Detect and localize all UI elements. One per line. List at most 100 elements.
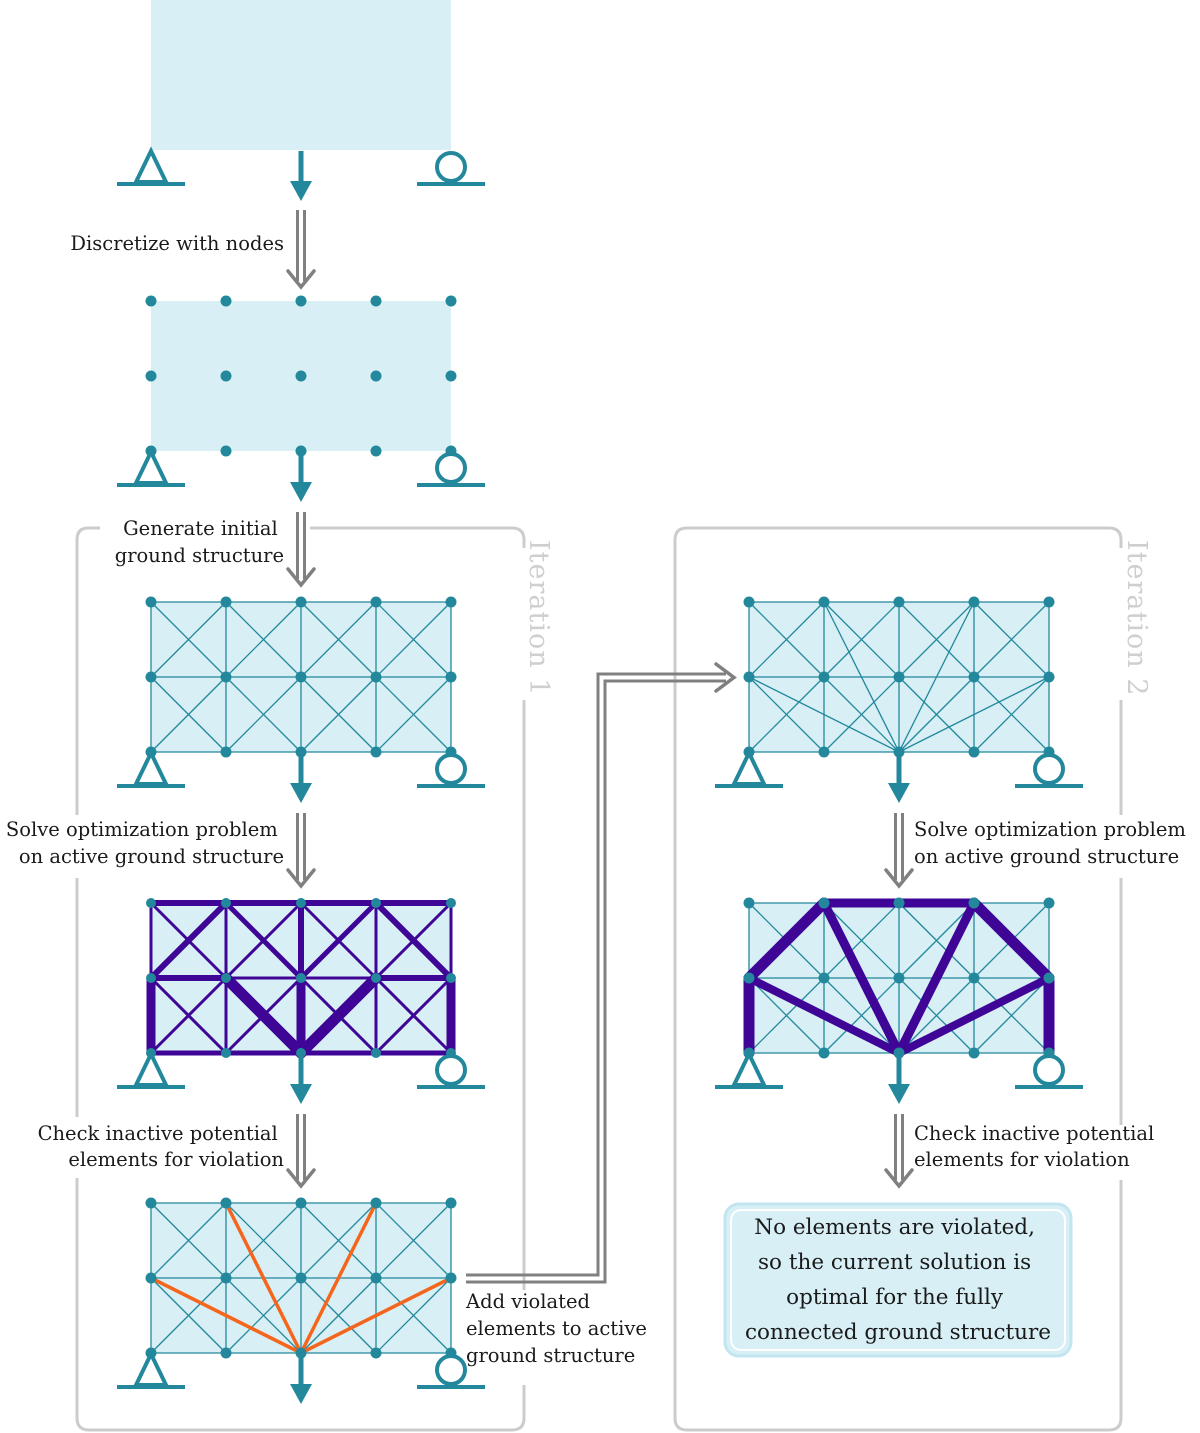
bar <box>748 601 825 678</box>
node <box>370 1272 382 1284</box>
node <box>145 1272 157 1284</box>
add-violated-arrow <box>466 662 737 1284</box>
node <box>295 596 307 608</box>
iteration-2-title: Iteration 2 <box>1121 540 1152 696</box>
solve-arrow-2 <box>884 813 914 889</box>
check-arrow-1 <box>286 1114 316 1189</box>
optimized-bar <box>743 897 830 984</box>
node <box>893 746 905 758</box>
node <box>145 596 157 608</box>
node <box>370 445 382 457</box>
node <box>146 898 156 908</box>
node <box>445 370 457 382</box>
discretize-arrow <box>286 210 316 290</box>
node <box>220 671 232 683</box>
load-arrow-icon <box>290 753 312 803</box>
node <box>295 746 307 758</box>
pin-triangle <box>132 447 170 485</box>
pin-support-icon <box>117 1349 185 1389</box>
load-head <box>290 482 312 502</box>
bar <box>898 676 975 753</box>
bar <box>300 1202 377 1279</box>
node <box>818 596 830 608</box>
node <box>295 1272 307 1284</box>
node <box>446 898 456 908</box>
conclusion-box: No elements are violated, so the current… <box>723 1202 1073 1358</box>
node <box>220 746 232 758</box>
node <box>743 972 755 984</box>
optimized-bar <box>895 974 1053 1057</box>
violated-bar <box>299 1201 378 1355</box>
check-label-2: Check inactive potential elements for vi… <box>914 1122 1160 1171</box>
discretize-label: Discretize with nodes <box>70 232 284 255</box>
violated-bar <box>224 1201 303 1355</box>
roller-support-icon <box>1015 1054 1083 1089</box>
bar <box>300 676 377 753</box>
bar <box>225 676 302 753</box>
conclusion-text: No elements are violated, so the current… <box>745 1215 1051 1345</box>
arrow-head <box>286 567 316 588</box>
load-head <box>888 1084 910 1104</box>
node <box>221 1048 231 1058</box>
bar <box>375 601 452 678</box>
pin-triangle <box>730 748 768 786</box>
iteration-1-frame-edge <box>75 526 100 815</box>
pin-triangle <box>132 146 170 184</box>
pin-support-icon <box>117 146 185 186</box>
node <box>220 1197 232 1209</box>
solve-arrow-1 <box>286 813 316 889</box>
added-bar <box>823 601 900 753</box>
solve-label-2: Solve optimization problem on active gro… <box>914 818 1192 868</box>
bar <box>150 1277 227 1354</box>
arrow-head <box>286 1168 316 1189</box>
violated-bar <box>149 1276 303 1355</box>
roller-circle <box>435 452 467 484</box>
bar <box>149 976 228 1055</box>
arrow-head <box>286 269 316 290</box>
bar <box>748 676 825 753</box>
roller-circle <box>435 151 467 183</box>
optimized-bar <box>148 900 229 981</box>
node <box>743 671 755 683</box>
bar <box>823 676 900 753</box>
bar <box>225 1277 302 1354</box>
bar <box>823 601 900 678</box>
bar <box>898 601 975 678</box>
load-head <box>290 181 312 201</box>
added-bar <box>748 676 900 753</box>
bar <box>823 977 900 1054</box>
load-head <box>888 783 910 803</box>
node <box>295 370 307 382</box>
arrow-head <box>884 868 914 889</box>
node <box>370 370 382 382</box>
node <box>296 973 306 983</box>
optimized-bar <box>373 900 454 981</box>
iteration-1-frame-edge <box>75 1178 526 1432</box>
bar <box>374 976 453 1055</box>
node <box>818 1047 830 1059</box>
node <box>371 898 381 908</box>
generate-label: Generate initial ground structure <box>115 517 284 567</box>
node <box>1043 897 1055 909</box>
roller-support-icon <box>417 1354 485 1389</box>
node <box>968 897 980 909</box>
node <box>295 1197 307 1209</box>
node <box>968 1047 980 1059</box>
node <box>220 1347 232 1359</box>
arrow-head <box>286 868 316 889</box>
node <box>370 596 382 608</box>
node <box>145 1197 157 1209</box>
node <box>445 671 457 683</box>
node <box>145 370 157 382</box>
node <box>1043 596 1055 608</box>
pin-support-icon <box>715 1049 783 1089</box>
optimized-bar <box>298 900 379 981</box>
node <box>445 1197 457 1209</box>
node <box>295 671 307 683</box>
node <box>295 1347 307 1359</box>
node <box>295 295 307 307</box>
node <box>220 370 232 382</box>
bar <box>973 601 1050 678</box>
bar <box>375 1202 452 1279</box>
node <box>968 671 980 683</box>
